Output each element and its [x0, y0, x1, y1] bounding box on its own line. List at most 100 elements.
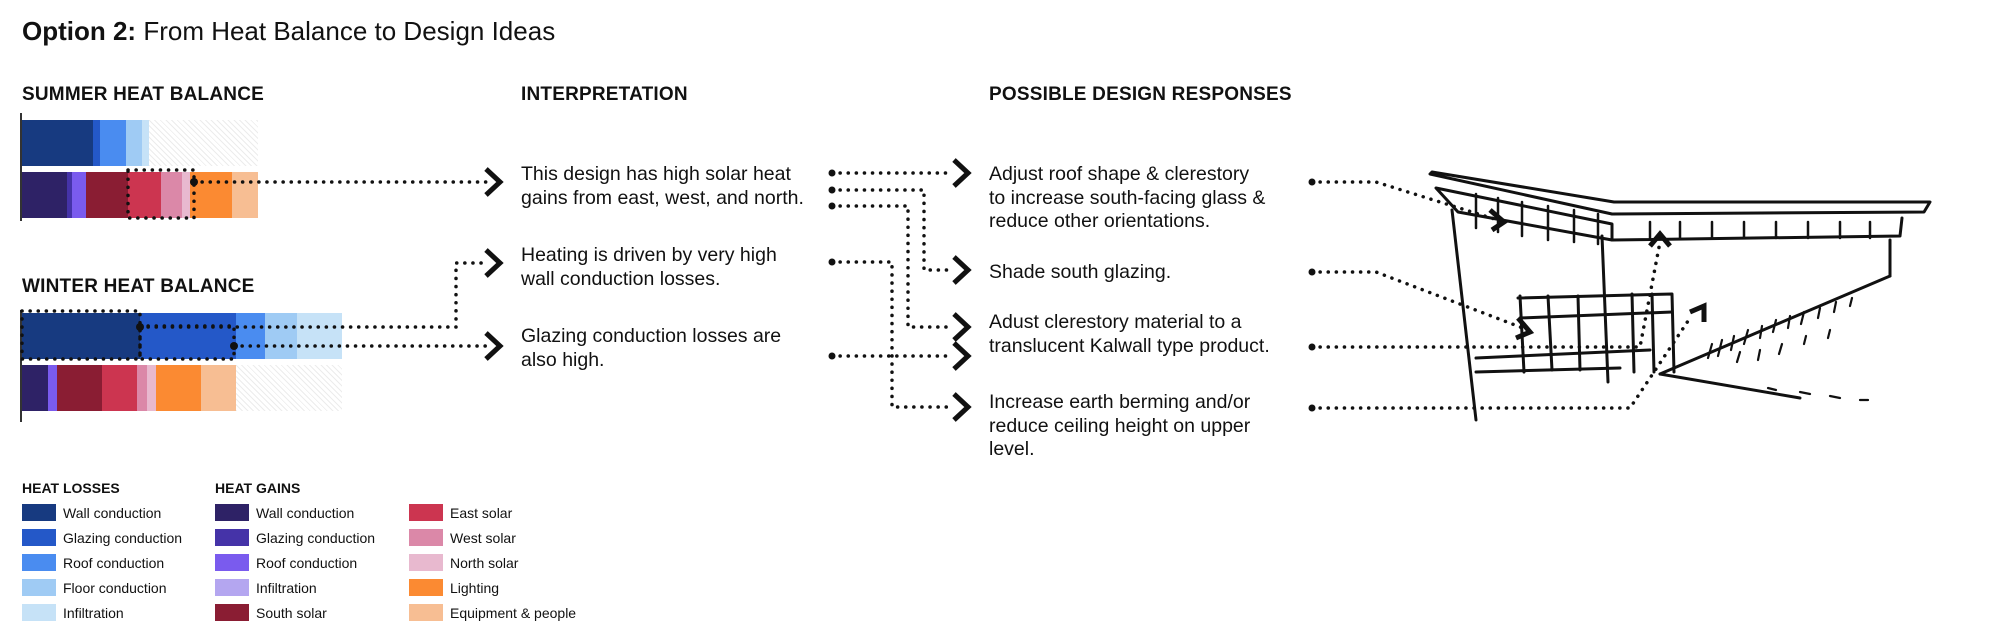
legend-swatch — [215, 604, 249, 621]
legend-swatch — [409, 529, 443, 546]
legend-item: Lighting — [409, 575, 576, 600]
legend-item: Wall conduction — [215, 500, 375, 525]
legend-label: Wall conduction — [256, 504, 355, 521]
winter-heading: WINTER HEAT BALANCE — [22, 276, 255, 297]
response-kalwall: Adust clerestory material to a transluce… — [989, 311, 1270, 357]
legend-label: Lighting — [450, 579, 500, 596]
legend-label: Floor conduction — [63, 579, 167, 596]
legend-swatch — [409, 554, 443, 571]
bar-segment-loss-glazing — [92, 120, 100, 166]
dotted-connectors — [20, 168, 1692, 410]
legend-item: North solar — [409, 550, 576, 575]
bar-segment-empty — [236, 365, 342, 411]
dot — [1308, 404, 1316, 412]
dot — [1308, 268, 1316, 276]
dot — [828, 352, 836, 360]
response-earth-berming: Increase earth berming and/or reduce cei… — [989, 391, 1251, 460]
legend-swatch — [22, 579, 56, 596]
legend-item: Infiltration — [22, 600, 182, 625]
legend-label: Roof conduction — [63, 554, 165, 571]
legend-swatch — [409, 579, 443, 596]
dot — [828, 186, 836, 194]
dot — [190, 178, 198, 186]
legend-item: South solar — [215, 600, 375, 625]
connector-solar-to-shade — [830, 188, 952, 272]
interpretation-wall-losses: Heating is driven by very high wall cond… — [521, 244, 777, 290]
response-roof-shape: Adjust roof shape & clerestory to increa… — [989, 163, 1266, 232]
chevron-right-icon — [952, 255, 972, 285]
legend-item: Glazing conduction — [215, 525, 375, 550]
legend-label: South solar — [256, 604, 327, 621]
summer-losses-bar — [22, 120, 258, 166]
legend-item: Equipment & people — [409, 600, 576, 625]
dot — [1308, 178, 1316, 186]
summer-gains-bar — [22, 172, 258, 218]
title-rest: From Heat Balance to Design Ideas — [136, 16, 556, 46]
window-mullion — [1576, 294, 1582, 372]
legend-item: Floor conduction — [22, 575, 182, 600]
ground-line — [1474, 366, 1622, 374]
legend-label: Infiltration — [256, 579, 317, 596]
bar-segment-gain-equipment — [231, 172, 258, 218]
bar-segment-gain-north — [146, 365, 157, 411]
bar-segment-gain-roof — [71, 172, 86, 218]
window-transom — [1518, 310, 1674, 320]
bar-segment-gain-south — [57, 365, 102, 411]
clerestory-mullions — [1474, 192, 1872, 246]
window-mullion — [1650, 292, 1656, 374]
legend-label: Roof conduction — [256, 554, 358, 571]
legend-swatch — [409, 604, 443, 621]
connector-shade-to-sketch — [1310, 270, 1530, 332]
legend-swatch — [215, 579, 249, 596]
legend-label: Wall conduction — [63, 504, 162, 521]
window-mullion — [1546, 294, 1554, 372]
dot — [1308, 343, 1316, 351]
winter-axis-line — [20, 310, 22, 422]
window-mullion — [1630, 292, 1636, 374]
bar-segment-loss-floor — [125, 120, 143, 166]
dot — [828, 169, 836, 177]
chevron-right-icon — [484, 167, 504, 197]
legend-swatch — [215, 504, 249, 521]
winter-gains-bar — [22, 365, 342, 411]
grade-line — [1658, 372, 1802, 400]
connector-roof-to-sketch — [1310, 180, 1506, 224]
bar-segment-loss-glazing — [140, 313, 237, 359]
legend-item: West solar — [409, 525, 576, 550]
legend-losses-title: HEAT LOSSES — [22, 480, 120, 496]
summer-solar-highlight — [126, 168, 196, 220]
legend-item: Wall conduction — [22, 500, 182, 525]
connector-solar-to-kalwall — [830, 204, 952, 329]
chevron-right-icon — [484, 331, 504, 361]
legend-swatch — [215, 554, 249, 571]
legend-swatch — [22, 504, 56, 521]
bar-segment-gain-glazing — [66, 172, 72, 218]
legend-label: West solar — [450, 529, 516, 546]
dot — [828, 202, 836, 210]
chevron-right-icon — [952, 312, 972, 342]
bar-segment-gain-wall — [22, 172, 67, 218]
dot — [230, 342, 238, 350]
bar-segment-loss-roof — [236, 313, 266, 359]
legend-label: Glazing conduction — [256, 529, 376, 546]
left-wall — [1450, 208, 1478, 422]
interpretation-glazing-losses: Glazing conduction losses are also high. — [521, 325, 782, 371]
legend-item: Infiltration — [215, 575, 375, 600]
legend-item: Roof conduction — [215, 550, 375, 575]
window-mullion — [1518, 294, 1526, 374]
chevron-right-icon — [952, 341, 972, 371]
bar-segment-gain-north — [182, 172, 190, 218]
chevron-right-icon — [952, 158, 972, 188]
legend-label: Glazing conduction — [63, 529, 183, 546]
building-sketch-icon — [1428, 170, 1932, 422]
legend-label: East solar — [450, 504, 513, 521]
bar-segment-gain-equipment — [201, 365, 237, 411]
chevron-right-icon — [484, 248, 504, 278]
bar-segment-empty — [149, 120, 258, 166]
legend-gains-title: HEAT GAINS — [215, 480, 301, 496]
